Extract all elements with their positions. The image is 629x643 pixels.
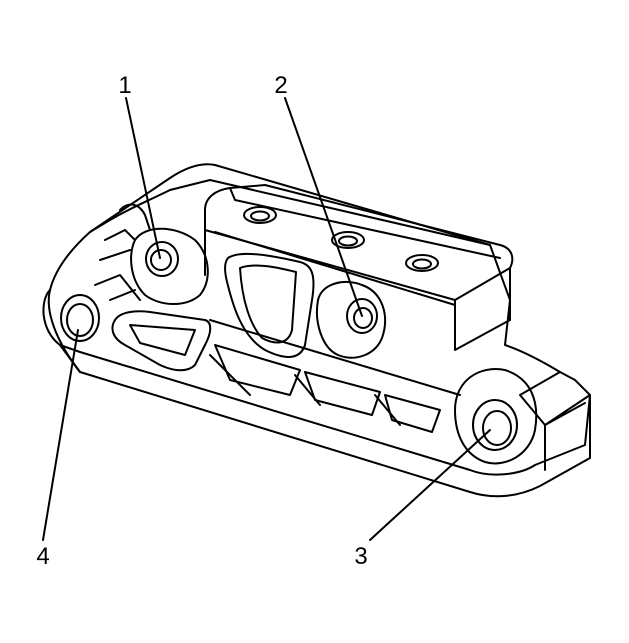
callout-3: 3: [354, 543, 368, 570]
lower-opening-1-inner: [129, 324, 196, 356]
callout-2: 2: [274, 72, 288, 99]
left-mount-hole-outer: [60, 294, 100, 342]
leader-line-3: [369, 429, 491, 541]
center-stud-inner: [353, 307, 373, 329]
front-cavity-inner: [239, 264, 297, 344]
left-stud-inner: [150, 249, 172, 271]
leader-line-4: [42, 329, 79, 541]
left-stud-boss: [130, 227, 209, 305]
lower-opening-4: [384, 394, 441, 433]
lower-opening-1: [111, 310, 212, 372]
center-stud-outer: [346, 298, 378, 334]
callout-4: 4: [36, 543, 50, 570]
upper-block-side-lines: [214, 187, 501, 306]
top-hole-2-inner: [338, 235, 358, 247]
upper-block-front: [204, 229, 511, 351]
lower-opening-2: [214, 344, 301, 396]
callout-1: 1: [118, 72, 132, 99]
top-hole-1-inner: [250, 210, 270, 222]
top-hole-2-outer: [331, 231, 365, 249]
leader-line-1: [125, 97, 161, 259]
left-stud-outer: [145, 241, 179, 277]
lower-opening-3: [304, 371, 381, 416]
top-hole-3-outer: [405, 254, 439, 272]
right-end-block: [519, 371, 591, 471]
base-plate-top-rim: [89, 179, 491, 246]
left-bracket-ribs: [94, 203, 151, 301]
truss-diagonals: [209, 319, 461, 426]
top-hole-1-outer: [243, 206, 277, 224]
leader-line-2: [284, 97, 363, 317]
front-cavity-outer: [224, 252, 315, 358]
right-boss: [454, 368, 538, 465]
right-mount-hole-inner: [482, 410, 512, 446]
left-mount-hole-inner: [66, 303, 94, 337]
base-plate-bottom-edge: [59, 344, 591, 498]
center-stud-boss: [316, 281, 387, 359]
right-mount-hole-outer: [472, 399, 518, 451]
top-hole-3-inner: [412, 258, 432, 270]
